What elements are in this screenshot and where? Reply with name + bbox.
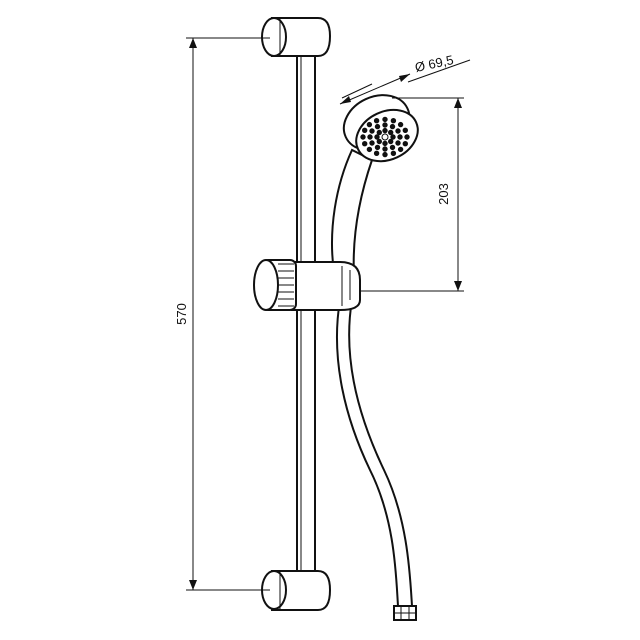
nozzle-dot	[367, 134, 373, 140]
nozzle-dot	[366, 121, 373, 128]
nozzle-dot	[397, 134, 403, 140]
slide-rail	[296, 49, 316, 591]
adjustment-knob	[253, 259, 297, 311]
nozzle-dot	[373, 118, 380, 124]
nozzle-dot	[382, 127, 388, 134]
nozzle-dot	[395, 140, 401, 146]
nozzle-dot	[397, 146, 404, 153]
nozzle-dot	[369, 128, 375, 134]
nozzle-dot	[382, 122, 388, 128]
nozzle-dot	[369, 140, 375, 146]
sliding-holder	[291, 261, 361, 311]
nozzle-dot	[362, 127, 368, 134]
head-height-label: 203	[436, 183, 451, 205]
nozzle-dot	[390, 134, 396, 140]
nozzle-dot	[397, 121, 404, 128]
nozzle-dot	[374, 134, 380, 140]
nozzle-dot	[381, 133, 389, 141]
shower-hose	[335, 299, 417, 621]
nozzle-dot	[362, 141, 368, 147]
nozzle-dot	[390, 150, 397, 157]
nozzle-dot	[360, 134, 366, 140]
total-height-label: 570	[174, 303, 189, 325]
nozzle-dot	[402, 141, 408, 147]
top-wall-bracket	[261, 17, 332, 57]
nozzle-dot	[395, 128, 401, 134]
nozzle-dot	[374, 123, 381, 130]
nozzle-dot	[389, 144, 396, 151]
total-height-dimension: 570	[174, 37, 270, 591]
nozzle-dot	[388, 138, 394, 145]
nozzle-dot	[376, 129, 382, 136]
hand-shower-handle	[331, 148, 374, 278]
head-diameter-dimension: Ø 69,5	[339, 52, 471, 105]
nozzle-dot	[374, 144, 381, 151]
nozzle-dot	[402, 127, 408, 134]
nozzle-dot	[376, 138, 382, 145]
nozzle-dot	[404, 134, 410, 140]
nozzle-dot	[382, 146, 388, 152]
nozzle-dot	[382, 151, 388, 158]
nozzle-dot	[388, 129, 394, 136]
head-diameter-label: Ø 69,5	[414, 52, 455, 75]
nozzle-dot	[382, 140, 388, 147]
bottom-wall-bracket	[261, 570, 332, 611]
nozzle-dot	[366, 146, 373, 153]
head-height-dimension: 203	[360, 97, 464, 292]
shower-nozzle-pattern	[360, 116, 410, 158]
nozzle-dot	[390, 118, 397, 124]
hand-shower-head	[342, 94, 419, 163]
nozzle-dot	[389, 123, 396, 130]
nozzle-dot	[382, 116, 388, 123]
nozzle-dot	[373, 150, 380, 157]
